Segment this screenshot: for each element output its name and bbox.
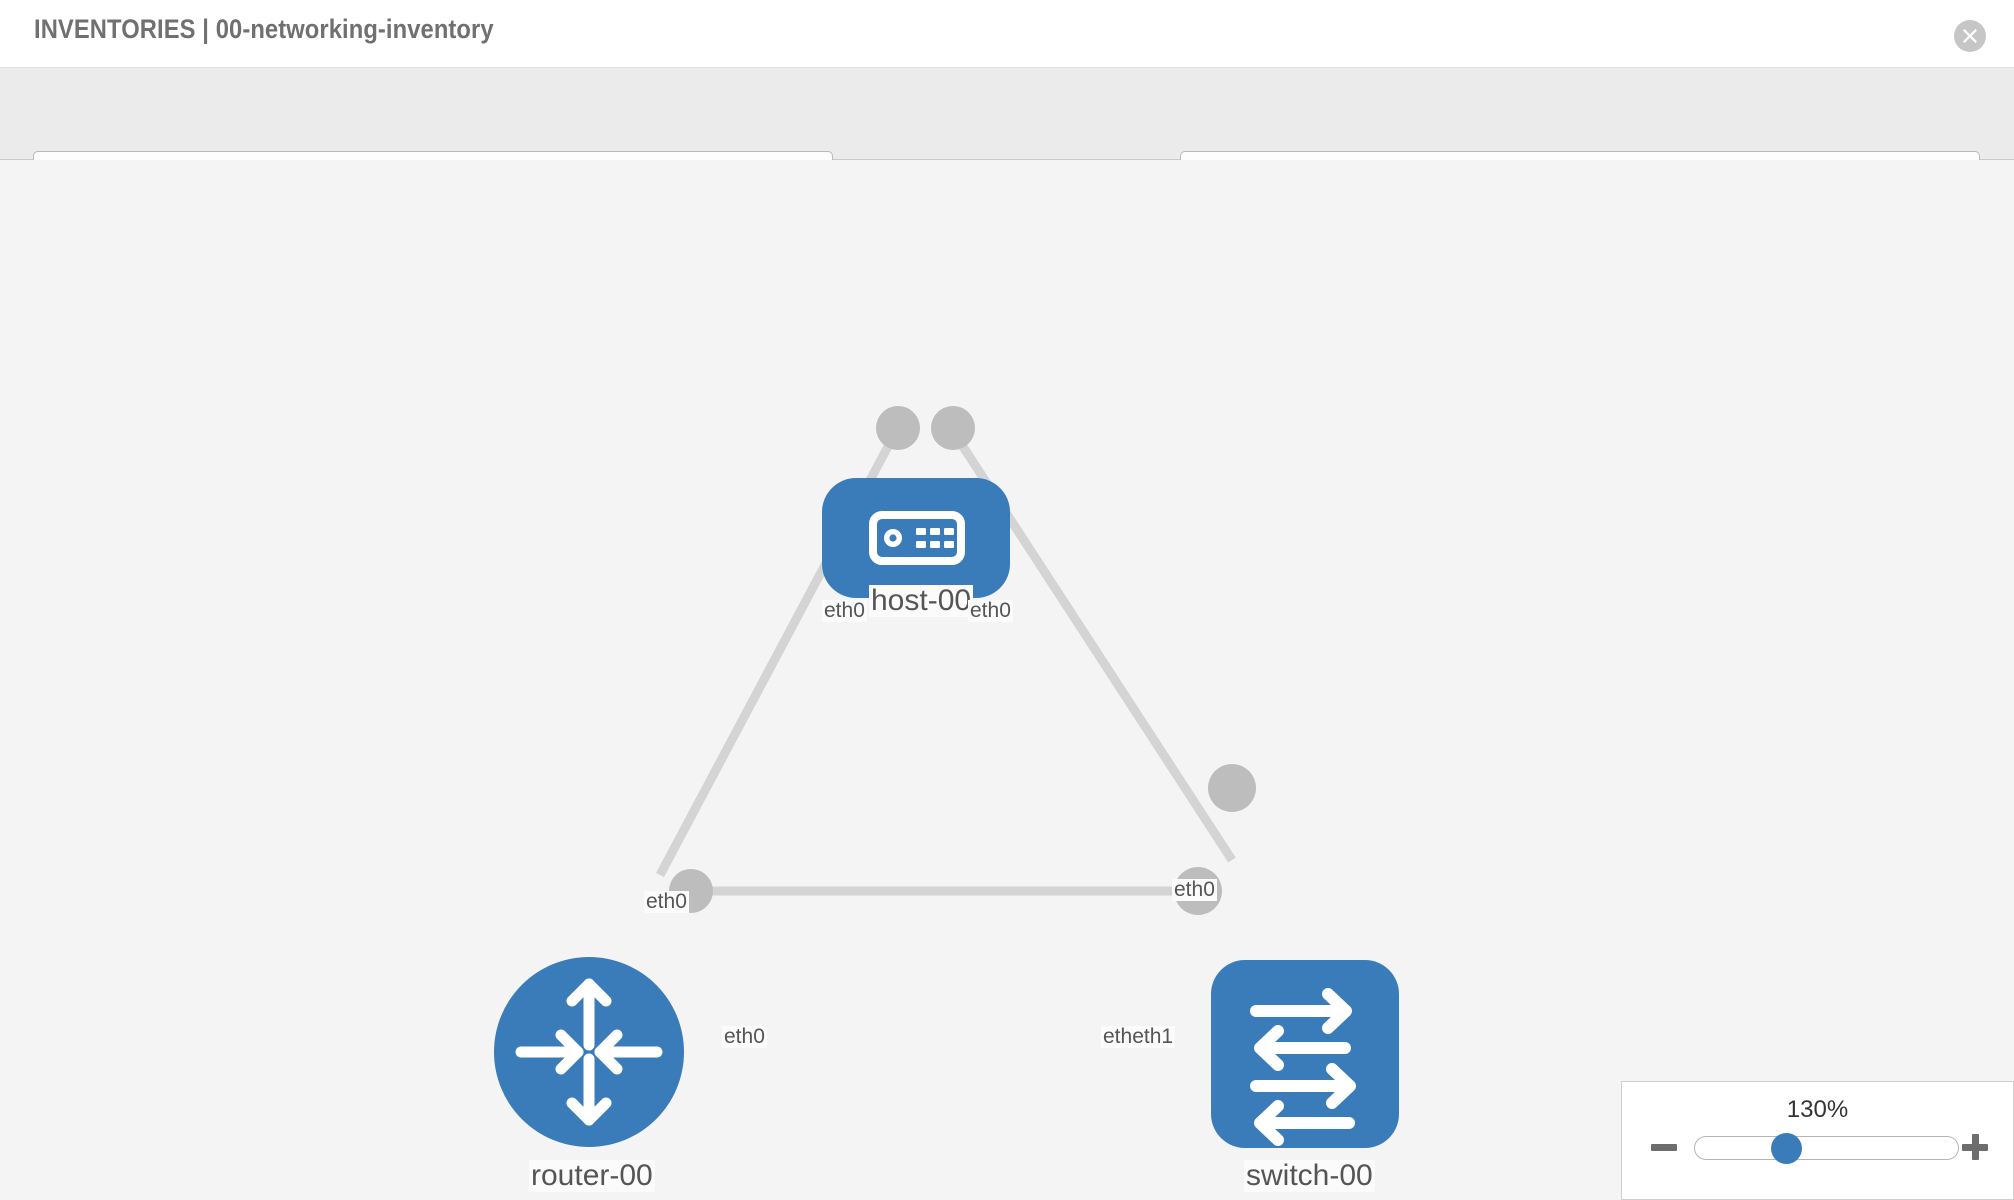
connector-host-left — [876, 406, 920, 450]
topology-graph — [494, 406, 1399, 1148]
zoom-in-button[interactable] — [1959, 1131, 1993, 1165]
connector-host-right — [931, 406, 975, 450]
zoom-level-value: 130% — [1786, 1096, 1849, 1123]
page-title: INVENTORIES | 00-networking-inventory — [34, 14, 494, 44]
modal-header: INVENTORIES | 00-networking-inventory — [0, 0, 2014, 68]
zoom-slider-track[interactable] — [1694, 1136, 1959, 1160]
node-label-switch-00: switch-00 — [1244, 1159, 1375, 1192]
topology-canvas[interactable]: eth0 host-00 eth0 eth0 eth0 router-00 et… — [0, 160, 2014, 1200]
edge-label-switch-left: etheth1 — [1101, 1025, 1176, 1049]
server-device-icon — [869, 511, 965, 565]
zoom-slider-thumb[interactable] — [1771, 1133, 1802, 1164]
zoom-out-button[interactable] — [1648, 1131, 1682, 1165]
node-host-00 — [822, 478, 1010, 598]
node-label-router-00: router-00 — [529, 1159, 655, 1192]
plus-icon-vertical — [1972, 1134, 1979, 1160]
edge-label-router-up: eth0 — [644, 890, 689, 914]
modal-toolbar: ACTIONS SEARCH — [0, 68, 2014, 213]
edge-label-host-left: eth0 — [822, 599, 867, 623]
node-switch-00 — [1211, 960, 1399, 1148]
node-router-00 — [494, 957, 684, 1147]
bidirectional-arrows-icon — [1250, 988, 1356, 1146]
connector-switch-topleft — [1208, 764, 1256, 812]
edge-label-host-right: eth0 — [968, 599, 1013, 623]
minus-icon — [1651, 1144, 1677, 1151]
edge-label-router-right: eth0 — [722, 1025, 767, 1049]
node-label-host-00: host-00 — [869, 584, 974, 617]
edge-label-switch-up: eth0 — [1172, 878, 1217, 902]
close-icon[interactable] — [1954, 20, 1986, 52]
zoom-control-panel: 130% — [1621, 1081, 2014, 1200]
four-arrows-inward-icon — [515, 978, 663, 1126]
